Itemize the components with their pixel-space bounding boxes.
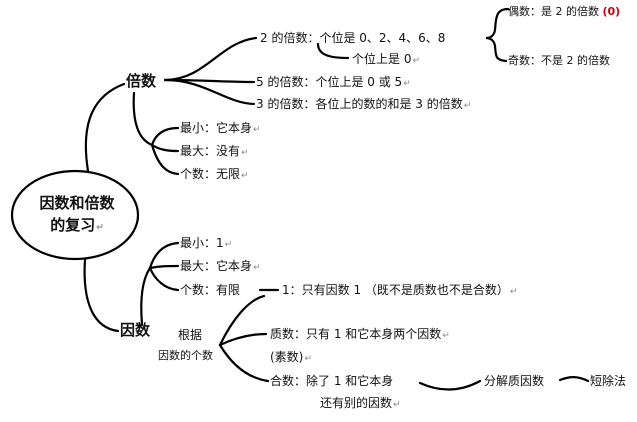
link-two-zero <box>316 42 350 60</box>
even-zero-note: (0) <box>602 5 621 18</box>
factors-title: 因数 <box>120 321 151 339</box>
multiples-two: 2 的倍数：个位是 0、2、4、6、8 <box>260 31 446 45</box>
link-center-multiples <box>84 82 126 173</box>
factors-composite-2: 还有别的因数↵ <box>320 396 401 410</box>
factors-composite-1: 合数：除了 1 和它本身 <box>270 374 394 388</box>
factors-prime: 质数：只有 1 和它本身两个因数↵ <box>270 327 450 341</box>
multiples-count: 个数：无限↵ <box>180 167 249 181</box>
center-node-outline <box>10 169 140 261</box>
link-multiples-props <box>132 91 154 147</box>
link-props-count <box>150 143 180 176</box>
link-multiples-three <box>163 78 256 106</box>
link-factors-composite <box>218 343 270 383</box>
link-props-max <box>150 143 180 153</box>
link-props-min <box>150 126 180 147</box>
multiples-three: 3 的倍数：各位上的数的和是 3 的倍数↵ <box>256 97 472 111</box>
factors-short-division: 短除法 <box>590 374 627 388</box>
factors-max: 最大：它本身↵ <box>180 259 261 273</box>
center-title-line2: 的复习↵ <box>50 216 104 234</box>
center-title-line1: 因数和倍数 <box>39 194 115 212</box>
factors-basis-1: 根据 <box>178 328 203 342</box>
brace-even-odd <box>485 7 510 63</box>
link-center-factors <box>83 257 120 333</box>
multiples-two-zero: 个位上是 0↵ <box>352 52 420 66</box>
link-fprops-count <box>148 266 180 292</box>
multiples-five: 5 的倍数：个位上是 0 或 5↵ <box>256 75 411 89</box>
link-fprops-min <box>148 241 180 270</box>
multiples-odd: 奇数：不是 2 的倍数 <box>508 54 610 67</box>
factors-decompose: 分解质因数 <box>484 374 545 388</box>
link-factors-props <box>140 266 152 326</box>
factors-basis-2: 因数的个数 <box>158 349 213 362</box>
link-composite-decompose <box>418 379 482 391</box>
factors-count: 个数：有限 <box>180 283 241 297</box>
link-factors-one <box>218 294 266 347</box>
factors-prime-alias: (素数)↵ <box>270 350 312 364</box>
factors-one: 1：只有因数 1 （既不是质数也不是合数）↵ <box>282 283 518 297</box>
multiples-title: 倍数 <box>126 72 157 90</box>
link-decompose-short <box>558 376 590 383</box>
link-fprops-max <box>148 264 180 270</box>
multiples-even: 偶数：是 2 的倍数 (0) <box>508 5 621 18</box>
factors-min: 最小：1↵ <box>180 236 233 250</box>
link-multiples-two <box>163 36 258 82</box>
center-node: 因数和倍数 的复习↵ <box>38 192 116 239</box>
link-factors-prime <box>218 332 268 347</box>
multiples-max: 最大：没有↵ <box>180 144 249 158</box>
multiples-min: 最小：它本身↵ <box>180 121 261 135</box>
